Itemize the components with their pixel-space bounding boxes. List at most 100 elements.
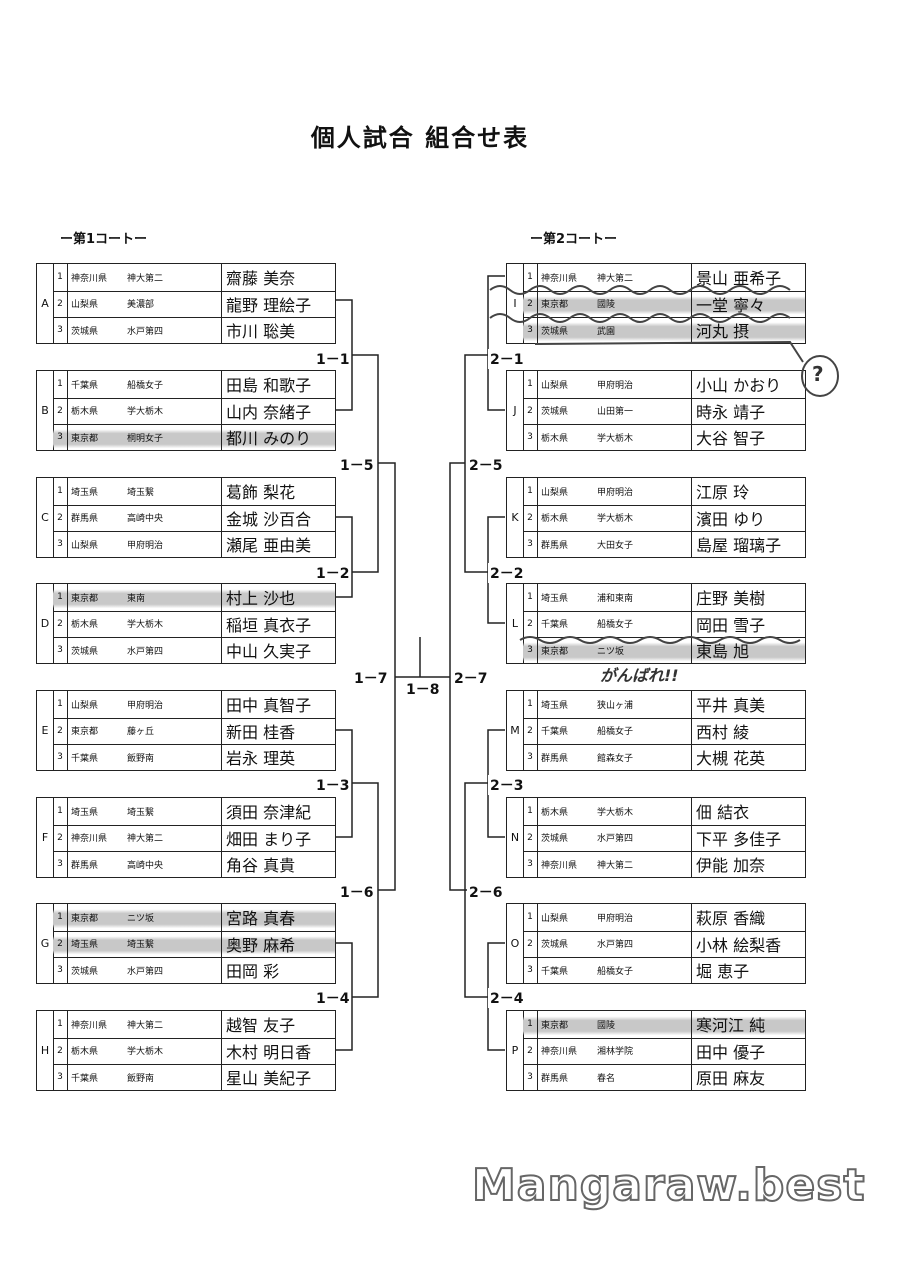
group-label: K [507, 478, 524, 557]
question-circle [801, 355, 839, 397]
player-name: 越智 友子 [226, 1016, 296, 1036]
player-prefecture: 神奈川県 [71, 1020, 108, 1031]
player-prefecture: 茨城県 [541, 834, 569, 845]
player-seed: 2 [523, 610, 538, 637]
match-2-6: 2－6 [467, 882, 505, 902]
player-school: 甲府明治 [127, 691, 222, 718]
player-school: 学大栃木 [597, 504, 692, 531]
player-prefecture: 東京都 [71, 913, 99, 924]
player-school: 春名 [597, 1064, 692, 1091]
player-seed: 1 [53, 798, 68, 825]
player-seed: 3 [53, 1064, 68, 1091]
player-prefecture: 茨城県 [71, 966, 99, 977]
player-name: 下平 多佳子 [696, 829, 782, 849]
player-prefecture: 群馬県 [541, 753, 569, 764]
player-prefecture: 埼玉県 [71, 940, 99, 951]
player-seed: 1 [53, 264, 68, 291]
player-name: 田岡 彩 [226, 962, 280, 982]
player-name: 萩原 香織 [696, 909, 766, 929]
player-name: 山内 奈緒子 [226, 402, 312, 422]
player-prefecture: 東京都 [71, 593, 99, 604]
player-school: 武園 [597, 317, 692, 344]
player-prefecture: 山梨県 [71, 700, 99, 711]
player-seed: 2 [523, 290, 538, 317]
player-school: 東南 [127, 584, 222, 611]
player-seed: 3 [523, 957, 538, 984]
player-seed: 3 [53, 424, 68, 451]
player-school: 飯野南 [127, 1064, 222, 1091]
match-1-2: 1－2 [314, 563, 352, 583]
player-seed: 3 [53, 637, 68, 664]
player-prefecture: 千葉県 [541, 966, 569, 977]
player-name: 小林 絵梨香 [696, 935, 782, 955]
player-seed: 3 [53, 531, 68, 558]
player-prefecture: 神奈川県 [71, 834, 108, 845]
player-name: 都川 みのり [226, 429, 312, 449]
player-seed: 1 [53, 904, 68, 931]
player-name: 須田 奈津紀 [226, 803, 312, 823]
scribble-line-1 [489, 285, 791, 295]
player-name: 龍野 理絵子 [226, 295, 312, 315]
player-seed: 3 [53, 744, 68, 771]
match-2-4: 2－4 [488, 988, 526, 1008]
player-school: 山田第一 [597, 397, 692, 424]
group-label: C [37, 478, 54, 557]
player-seed: 1 [523, 371, 538, 398]
player-prefecture: 群馬県 [541, 1073, 569, 1084]
player-school: 埼玉繋 [127, 478, 222, 505]
player-school: 学大栃木 [597, 424, 692, 451]
group-label: P [507, 1011, 524, 1090]
player-school: 神大第二 [127, 1011, 222, 1038]
player-prefecture: 栃木県 [71, 620, 99, 631]
player-seed: 2 [53, 824, 68, 851]
match-1-5: 1－5 [338, 455, 376, 475]
player-name: 木村 明日香 [226, 1042, 312, 1062]
connector-2-3-2-4-a [464, 782, 488, 891]
player-name: 時永 靖子 [696, 402, 766, 422]
player-prefecture: 栃木県 [71, 407, 99, 418]
player-school: 甲府明治 [597, 371, 692, 398]
question-mark: ? [812, 362, 824, 386]
player-prefecture: 山梨県 [541, 380, 569, 391]
cheer-note: がんばれ!! [600, 666, 679, 685]
player-seed: 1 [523, 691, 538, 718]
player-school: 学大栃木 [127, 1037, 222, 1064]
player-name: 平井 真美 [696, 696, 766, 716]
player-school: 浦和東南 [597, 584, 692, 611]
player-seed: 2 [53, 504, 68, 531]
connector-C-D [335, 516, 353, 598]
player-seed: 1 [53, 691, 68, 718]
player-name: 宮路 真春 [226, 909, 296, 929]
connector-2-3-2-4-b [464, 890, 488, 998]
court-1-label: ー第1コートー [60, 232, 148, 247]
player-prefecture: 東京都 [71, 727, 99, 738]
group-label: A [37, 264, 54, 343]
player-seed: 3 [523, 531, 538, 558]
player-seed: 3 [53, 957, 68, 984]
player-prefecture: 栃木県 [71, 1047, 99, 1058]
player-prefecture: 栃木県 [541, 807, 569, 818]
player-prefecture: 栃木県 [541, 433, 569, 444]
player-seed: 1 [53, 584, 68, 611]
